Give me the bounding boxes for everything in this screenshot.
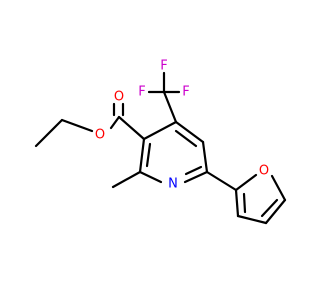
bond-ring-c2-c3-inner [145,142,152,168]
bond-cf3-ring [162,90,178,124]
bond-ring-c2-c3 [138,137,146,174]
bond-furan-c2-o [234,173,258,192]
atom-labels: O O N O F F F [95,59,269,192]
molecule-structure: O O N O F F F [34,59,287,225]
atom-f-left: F [138,85,145,100]
bond-carbonyl-ring [117,115,146,141]
bond-ring-c6-n [183,170,209,184]
bond-furan-c5-c4-inner [260,198,279,218]
atom-o-carbonyl: O [114,90,124,105]
bond-ring-furan [205,170,238,192]
bond-ring-c4-c5-inner [174,129,198,148]
atom-f-top: F [160,59,167,74]
bond-furan-c5-c4 [264,198,287,225]
bond-ring-n-c2 [138,170,163,184]
atom-o-ester: O [95,128,105,143]
bond-furan-c3-c2-inner [242,192,247,214]
atom-n-pyridine: N [168,177,178,192]
bond-ring-c6-n-inner [184,165,203,176]
bond-ring-c5-c6 [201,140,209,174]
bond-methyl [111,170,142,189]
bond-ester-o-c [109,115,121,130]
atom-f-right: F [182,85,189,100]
bond-ring-c3-c4 [142,120,178,141]
bond-furan-c4-c3 [236,214,268,225]
atom-o-furan: O [259,164,269,179]
bond-ethyl-ch2 [60,118,94,133]
bond-ring-c4-c5 [174,120,205,144]
bond-furan-c3-c2 [234,188,240,218]
bonds [34,71,287,225]
bond-ethyl-ch3 [34,118,64,148]
bond-furan-o-c5 [270,174,287,202]
structure-canvas: O O N O F F F [34,59,287,225]
